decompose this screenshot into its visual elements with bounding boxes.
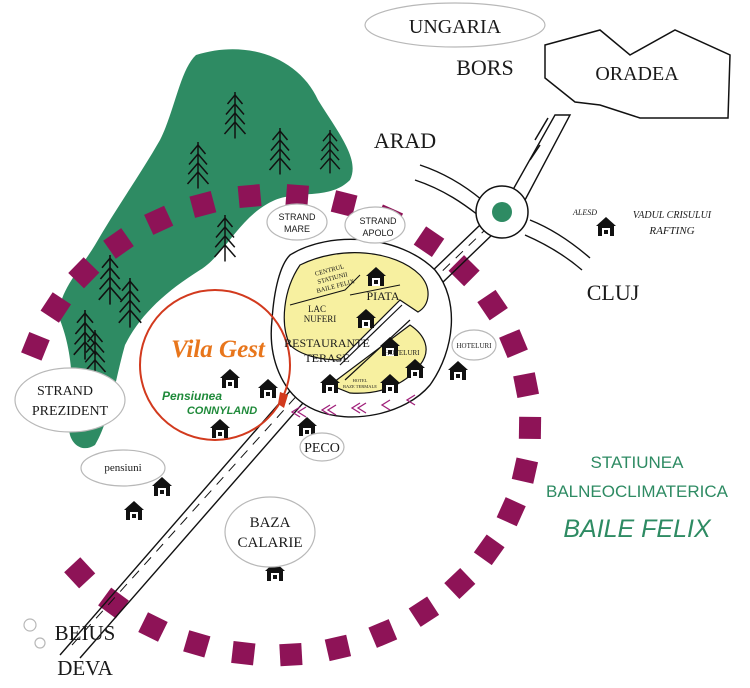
baza-calarie-oval bbox=[224, 496, 316, 568]
label-peco: PECO bbox=[304, 441, 340, 456]
peco-oval bbox=[299, 432, 345, 462]
ring-dash bbox=[98, 587, 129, 619]
label-deva: DEVA bbox=[57, 656, 113, 680]
strand-mare-oval bbox=[266, 203, 328, 241]
label-hoteluri-center: HOTELURI bbox=[385, 349, 421, 357]
strand-prezident-oval bbox=[14, 367, 126, 433]
vila-gest-logo: Vila Gest bbox=[171, 336, 266, 363]
label-baza-calarie-1: BAZA bbox=[250, 515, 291, 531]
label-pensiunea: Pensiunea bbox=[162, 389, 222, 403]
label-strand-mare-2: MARE bbox=[284, 224, 310, 234]
ring-dash bbox=[444, 567, 476, 600]
hoteluri-oval bbox=[451, 329, 497, 361]
ring-dash bbox=[496, 497, 526, 527]
ring-dash bbox=[40, 292, 72, 323]
station-title-line1: STATIUNEA bbox=[591, 453, 685, 472]
ring-dash bbox=[144, 205, 174, 235]
ring-dash bbox=[511, 457, 539, 484]
ring-dash bbox=[477, 289, 508, 321]
label-beius: BEIUS bbox=[55, 621, 116, 645]
ring-dash bbox=[473, 534, 505, 566]
decor-oval bbox=[34, 637, 46, 649]
label-vadul-crisului: VADUL CRISULUI bbox=[633, 210, 712, 221]
ring-dash bbox=[448, 255, 480, 287]
label-piata: PIATA bbox=[366, 289, 399, 303]
label-hotel-small-2: BAZE TERMALE bbox=[343, 384, 377, 389]
ring-dash bbox=[68, 257, 100, 289]
label-lac-nuferi-1: LAC bbox=[308, 304, 326, 314]
label-strand-mare-1: STRAND bbox=[278, 212, 316, 222]
label-hoteluri-right: HOTELURI bbox=[457, 342, 493, 350]
ring-dash bbox=[499, 329, 528, 358]
label-oradea: ORADEA bbox=[595, 63, 679, 85]
ring-dash bbox=[408, 596, 440, 627]
house-icon bbox=[124, 501, 144, 520]
resort-center-zone bbox=[270, 238, 453, 418]
label-strand-prezident-2: PREZIDENT bbox=[32, 404, 109, 419]
label-restaurante: RESTAURANTE bbox=[284, 336, 370, 350]
ring-dash bbox=[518, 416, 542, 440]
house-icon bbox=[297, 417, 317, 436]
pensiuni-oval bbox=[80, 449, 166, 487]
ring-dash bbox=[513, 372, 540, 399]
ring-dash bbox=[330, 190, 358, 217]
ring-dash bbox=[138, 612, 168, 642]
house-icon bbox=[596, 217, 616, 236]
station-title-line2: BALNEOCLIMATERICA bbox=[546, 482, 729, 501]
label-pensiuni: pensiuni bbox=[104, 462, 141, 474]
house-icon bbox=[258, 379, 278, 398]
label-connyland: CONNYLAND bbox=[187, 405, 257, 417]
roundabout-icon bbox=[475, 185, 529, 239]
ring-dash bbox=[324, 634, 352, 662]
vila-gest-area bbox=[139, 289, 291, 441]
label-rafting: RAFTING bbox=[648, 225, 694, 237]
ring-dash bbox=[21, 331, 50, 361]
label-cluj: CLUJ bbox=[587, 280, 640, 305]
label-hotel-small-1: HOTEL bbox=[353, 378, 368, 383]
ring-dash bbox=[285, 184, 310, 208]
ungaria-oval bbox=[364, 2, 546, 48]
resort-perimeter-ring bbox=[21, 184, 542, 667]
ring-dash bbox=[183, 630, 211, 658]
label-lac-nuferi-2: NUFERI bbox=[304, 314, 337, 324]
house-icon bbox=[448, 361, 468, 380]
label-alesd: ALESD bbox=[572, 208, 597, 217]
ring-dash bbox=[237, 184, 262, 209]
ring-dash bbox=[279, 643, 303, 667]
decor-oval bbox=[23, 618, 37, 632]
label-ungaria: UNGARIA bbox=[409, 16, 502, 38]
house-icon bbox=[220, 369, 240, 388]
location-pin-icon bbox=[278, 392, 288, 408]
ring-dash bbox=[189, 190, 217, 218]
oradea-region bbox=[544, 29, 731, 119]
station-title-line3: BAILE FELIX bbox=[563, 515, 712, 543]
ring-dash bbox=[413, 226, 445, 257]
label-bors: BORS bbox=[456, 55, 513, 80]
label-terase: TERASE bbox=[304, 351, 349, 365]
label-strand-apolo-2: APOLO bbox=[362, 228, 393, 238]
label-strand-apolo-1: STRAND bbox=[359, 216, 397, 226]
label-strand-prezident-1: STRAND bbox=[37, 384, 93, 399]
label-arad: ARAD bbox=[374, 128, 436, 153]
ring-dash bbox=[64, 557, 96, 589]
strand-apolo-oval bbox=[344, 206, 406, 244]
ring-dash bbox=[368, 619, 398, 648]
ring-dash bbox=[103, 228, 134, 259]
house-icon bbox=[210, 419, 230, 438]
label-baza-calarie-2: CALARIE bbox=[238, 535, 303, 551]
ring-dash bbox=[231, 641, 256, 666]
direction-arrow-icon bbox=[290, 394, 416, 418]
